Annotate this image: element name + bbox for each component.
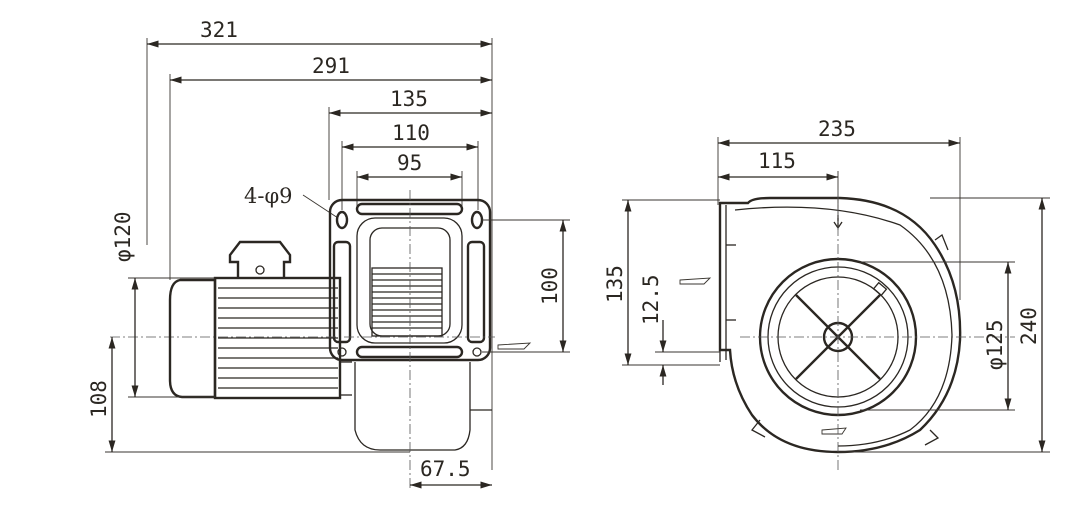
- mounting-hole: [470, 210, 484, 230]
- fan-housing: [354, 362, 471, 451]
- dim-hole-spacing-outer: 110: [342, 121, 478, 151]
- dim-outlet-offset: 12.5: [639, 274, 720, 385]
- dim-label: 95: [397, 151, 422, 175]
- dim-shaft-height: 108: [87, 337, 410, 453]
- dim-label: 4-φ9: [244, 184, 293, 208]
- dim-flange-hole-height: 100: [482, 219, 570, 353]
- dim-label: 135: [603, 265, 627, 303]
- dim-center-offset: 115: [718, 149, 838, 181]
- dim-label: 67.5: [420, 457, 471, 481]
- dim-overall-length: 321: [147, 18, 492, 48]
- dim-motor-diameter: φ120: [111, 211, 215, 398]
- dim-flange-width: 135: [329, 87, 492, 117]
- scroll-housing: [718, 196, 962, 454]
- dim-label: 321: [200, 18, 238, 42]
- dim-overall-width: 235: [718, 117, 960, 147]
- dim-label: 100: [538, 267, 562, 305]
- dim-outlet-height: 135: [603, 199, 720, 366]
- dim-label: 115: [758, 149, 796, 173]
- dim-label: 108: [87, 380, 111, 418]
- front-view: 235 115 1: [603, 117, 1050, 470]
- dim-label: 135: [390, 87, 428, 111]
- mounting-hole: [335, 210, 349, 230]
- dim-length-to-motor: 291: [170, 54, 492, 84]
- dim-label: 291: [312, 54, 350, 78]
- dim-inlet-diameter: φ125: [860, 261, 1015, 411]
- dim-overall-height: 240: [838, 197, 1050, 453]
- dim-label: φ120: [111, 211, 135, 262]
- dim-mounting-holes: 4-φ9: [244, 184, 339, 219]
- terminal-box: [228, 240, 292, 278]
- dim-hole-spacing-inner: 95: [357, 151, 462, 181]
- dim-outlet-offset: 67.5: [410, 457, 492, 489]
- dim-label: 110: [392, 121, 430, 145]
- dim-label: 235: [818, 117, 856, 141]
- motor: [168, 276, 352, 400]
- impeller-blades: [371, 267, 443, 337]
- dim-label: φ125: [983, 319, 1007, 370]
- dim-label: 12.5: [639, 274, 663, 325]
- side-view: 321 291 135 110 95 4-φ9: [87, 18, 570, 490]
- dim-label: 240: [1017, 307, 1041, 345]
